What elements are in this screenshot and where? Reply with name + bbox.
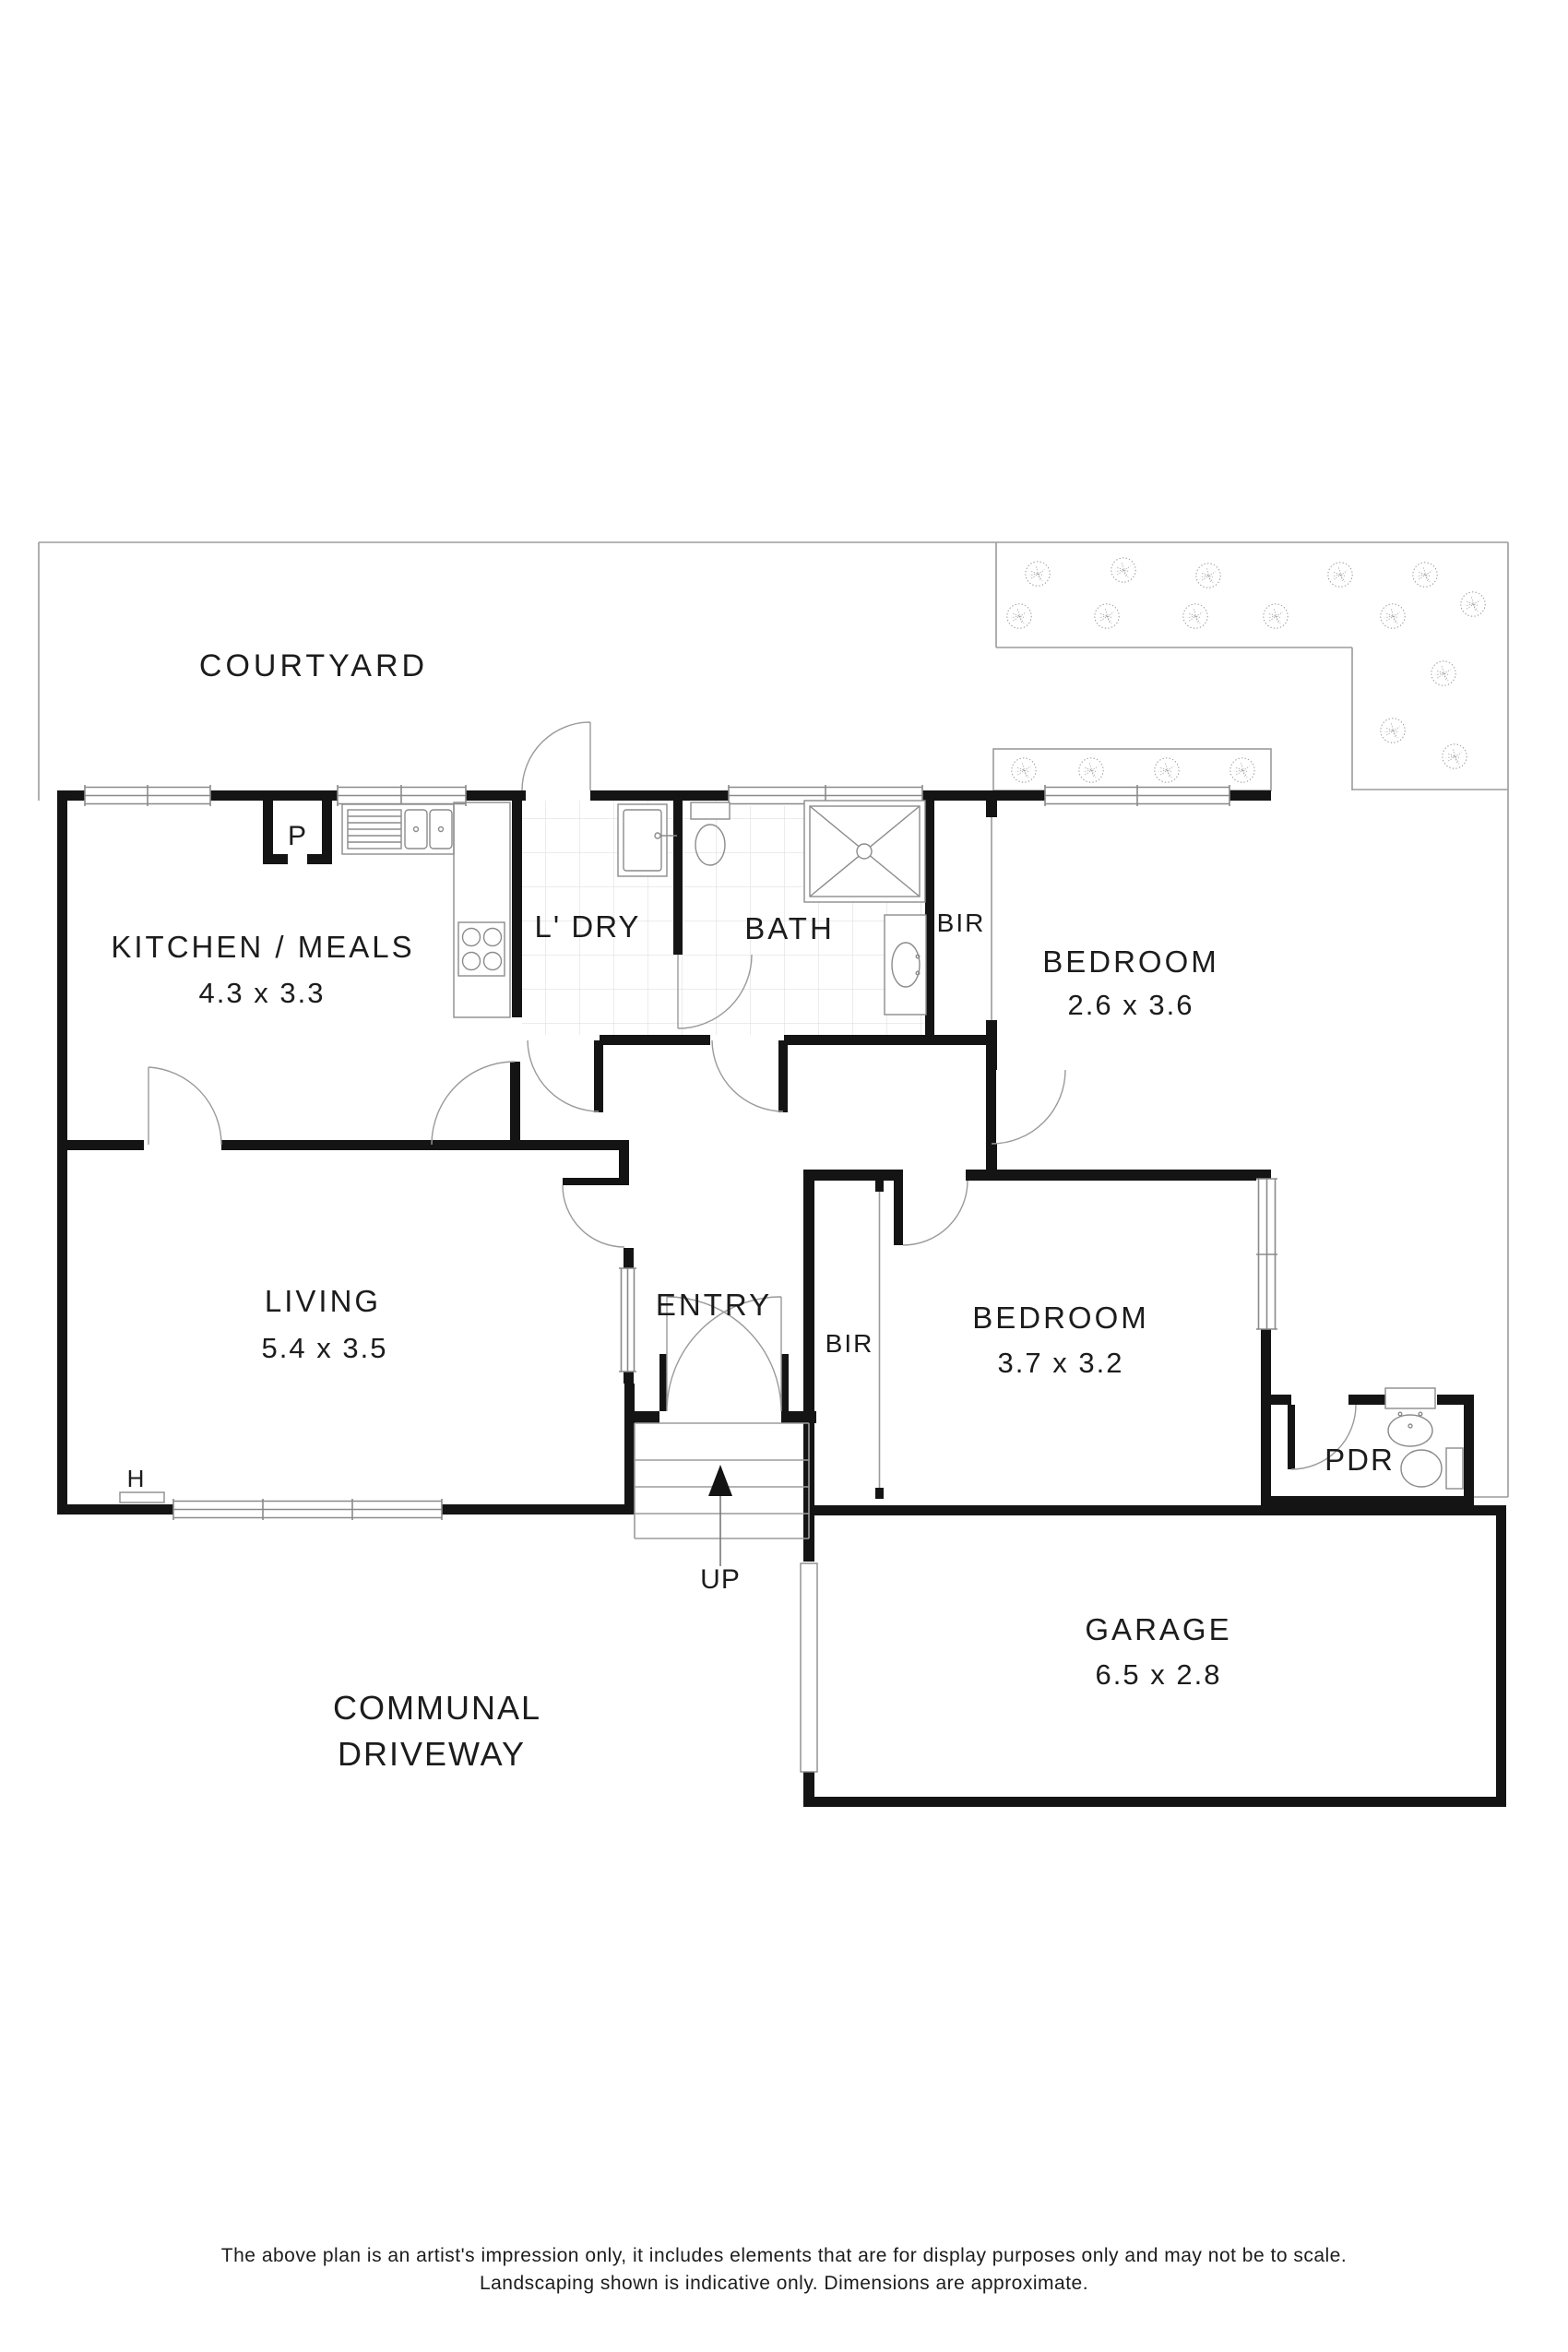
tree-icon — [1327, 562, 1353, 588]
tree-icon — [1195, 563, 1221, 588]
tree-icon — [1078, 757, 1104, 783]
label-laundry: L' DRY — [535, 909, 641, 944]
label-bedroom1: BEDROOM — [1042, 944, 1219, 979]
bath-toilet-bowl — [695, 824, 726, 866]
sink-bowl-right — [429, 809, 453, 849]
tree-icon — [1263, 603, 1289, 629]
label-driveway-line2: DRIVEWAY — [338, 1735, 526, 1773]
window-bedroom2 — [1256, 1178, 1277, 1330]
kitchen-bench — [453, 802, 511, 1018]
disclaimer: The above plan is an artist's impression… — [221, 2245, 1347, 2294]
heater-unit — [119, 1491, 165, 1503]
tree-icon — [1154, 757, 1180, 783]
tree-icon — [1011, 757, 1037, 783]
pdr-toilet-bowl — [1400, 1449, 1443, 1488]
disclaimer-line2: Landscaping shown is indicative only. Di… — [480, 2273, 1088, 2294]
label-garage-dims: 6.5 x 2.8 — [1096, 1658, 1222, 1691]
bath-fixtures — [690, 800, 927, 1016]
tree-icon — [1229, 757, 1255, 783]
label-entry: ENTRY — [656, 1288, 772, 1322]
label-bath: BATH — [744, 911, 835, 945]
pdr-fixtures — [1384, 1387, 1464, 1490]
window-living — [172, 1499, 443, 1520]
stairs-arrow-icon — [708, 1465, 732, 1496]
bath-inner-door — [677, 954, 753, 1029]
living-kitchen-door — [148, 1066, 222, 1146]
window-kitchen-sink — [337, 785, 467, 806]
label-garage: GARAGE — [1085, 1612, 1231, 1646]
tree-icon — [1442, 743, 1467, 769]
robes — [878, 817, 992, 1488]
pdr-toilet-cistern — [1445, 1447, 1464, 1490]
garage-side-door — [800, 1562, 818, 1773]
pdr-basin — [1387, 1414, 1433, 1447]
tree-icon — [1460, 591, 1486, 617]
tree-icon — [1094, 603, 1120, 629]
hall-kitchen-door — [431, 1061, 516, 1146]
tree-icon — [1380, 603, 1406, 629]
window-kitchen-left — [84, 785, 211, 806]
pdr-basin-counter — [1384, 1387, 1436, 1409]
tree-icon — [1431, 660, 1456, 686]
label-living: LIVING — [265, 1284, 381, 1318]
label-pantry: P — [288, 821, 306, 851]
label-bir-bedroom2: BIR — [826, 1329, 874, 1358]
sink-bowl-left — [404, 809, 428, 849]
tree-icon — [1111, 557, 1136, 583]
landscaping-border — [995, 542, 1508, 1498]
garden-bed — [992, 748, 1272, 791]
door-swings — [148, 721, 1357, 1470]
bath-toilet-cistern — [690, 802, 731, 820]
cooktop — [457, 921, 505, 977]
windows — [84, 785, 1277, 1520]
label-up: UP — [700, 1564, 741, 1595]
tree-icon — [1025, 561, 1051, 587]
tree-icon — [1182, 603, 1208, 629]
kitchen-fixtures — [341, 802, 511, 1018]
pdr-door — [1290, 1404, 1357, 1470]
window-bedroom1 — [1044, 785, 1230, 806]
label-bedroom2: BEDROOM — [972, 1301, 1149, 1335]
laundry-door — [527, 1039, 600, 1112]
label-bedroom1-dims: 2.6 x 3.6 — [1068, 989, 1194, 1021]
label-courtyard: COURTYARD — [199, 648, 428, 683]
labels: COURTYARD P KITCHEN / MEALS 4.3 x 3.3 L'… — [111, 648, 1395, 1773]
stairs — [634, 1422, 810, 1566]
disclaimer-line1: The above plan is an artist's impression… — [221, 2245, 1347, 2266]
bath-basin — [891, 942, 921, 988]
window-entry-sidelight — [619, 1267, 636, 1372]
label-kitchen: KITCHEN / MEALS — [111, 930, 414, 964]
label-heater: H — [127, 1465, 145, 1492]
label-pdr: PDR — [1324, 1443, 1395, 1477]
site-boundary — [38, 541, 1509, 1498]
laundry-trough — [617, 803, 668, 877]
walls — [57, 790, 1506, 1807]
label-kitchen-dims: 4.3 x 3.3 — [199, 977, 326, 1009]
label-driveway-line1: COMMUNAL — [333, 1689, 541, 1727]
bedroom2-door — [902, 1180, 968, 1246]
label-living-dims: 5.4 x 3.5 — [262, 1332, 388, 1364]
entry-double-door — [666, 1296, 782, 1412]
label-bir-bath: BIR — [937, 909, 986, 937]
tree-icon — [1006, 603, 1032, 629]
bath-door — [711, 1039, 784, 1112]
laundry-fixtures — [617, 803, 677, 877]
tree-icon — [1412, 562, 1438, 588]
bedroom1-door — [991, 1069, 1066, 1145]
entry-hall-door — [562, 1184, 625, 1248]
label-bedroom2-dims: 3.7 x 3.2 — [998, 1347, 1124, 1379]
laundry-courtyard-door — [521, 721, 591, 791]
tree-icon — [1380, 718, 1406, 743]
